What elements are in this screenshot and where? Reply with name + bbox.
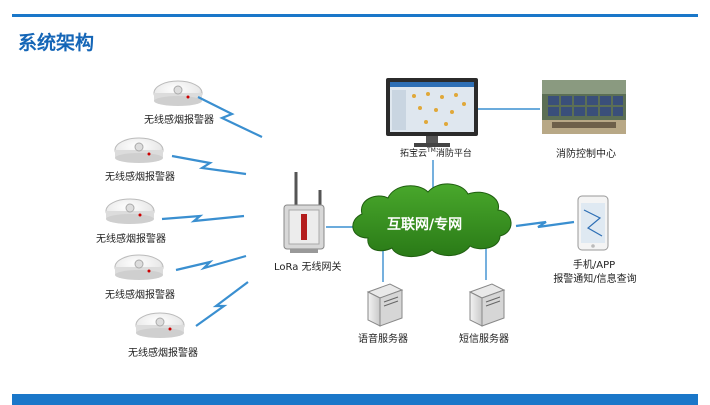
control-center-photo — [542, 80, 626, 134]
phone-label-line2: 报警通知/信息查询 — [553, 274, 637, 285]
wireless-link-1 — [197, 96, 263, 138]
voice-server-icon — [366, 283, 404, 327]
detector-label-5: 无线感烟报警器 — [128, 348, 198, 359]
bottom-bar — [12, 394, 698, 405]
detector-label-3: 无线感烟报警器 — [96, 234, 166, 245]
cloud-shape — [352, 183, 512, 257]
smoke-detector-2 — [114, 137, 164, 163]
lora-gateway-icon — [283, 172, 325, 253]
wireless-link-phone — [515, 220, 575, 229]
smoke-detector-5 — [135, 312, 185, 338]
gateway-label: LoRa 无线网关 — [274, 262, 342, 273]
monitor-icon — [386, 78, 478, 147]
sms-server-icon — [468, 283, 506, 327]
wireless-link-3 — [161, 214, 245, 223]
wireless-link-4 — [175, 254, 247, 272]
detector-label-2: 无线感烟报警器 — [105, 172, 175, 183]
smoke-detector-4 — [114, 254, 164, 280]
detector-label-1: 无线感烟报警器 — [144, 115, 214, 126]
sms-server-label: 短信服务器 — [459, 334, 509, 345]
wireless-link-5 — [195, 281, 249, 327]
wireless-link-2 — [171, 154, 247, 176]
top-rule — [12, 14, 698, 17]
voice-server-label: 语音服务器 — [358, 334, 408, 345]
control-center-label: 消防控制中心 — [556, 149, 616, 160]
platform-label-tm: TM — [427, 147, 436, 154]
page-title: 系统架构 — [18, 32, 95, 54]
phone-label-line1: 手机/APP — [572, 260, 616, 271]
platform-label-prefix: 拓宝云 — [400, 149, 428, 159]
phone-icon — [577, 195, 609, 251]
smoke-detector-3 — [105, 198, 155, 224]
platform-label-suffix: 消防平台 — [435, 149, 472, 159]
platform-label: 拓宝云TM消防平台 — [400, 146, 472, 159]
cloud-label: 互联网/专网 — [387, 217, 463, 233]
detector-label-4: 无线感烟报警器 — [105, 290, 175, 301]
smoke-detector-1 — [153, 80, 203, 106]
